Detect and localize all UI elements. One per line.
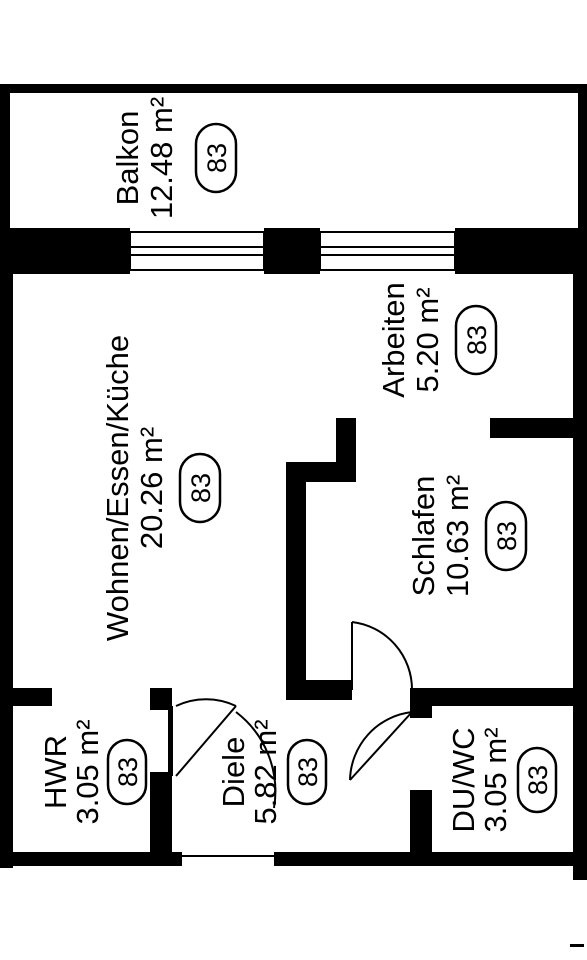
room-area-duwc: 3.05 m² bbox=[478, 727, 513, 832]
room-code-duwc: 83 bbox=[523, 765, 553, 795]
room-hwr: HWR 3.05 m² 83 bbox=[38, 719, 148, 825]
room-area-hwr: 3.05 m² bbox=[70, 719, 105, 824]
room-name-balkon: Balkon bbox=[110, 111, 145, 206]
door-schlafen bbox=[351, 621, 414, 691]
door-diele-entry bbox=[182, 711, 277, 857]
room-name-schlafen: Schlafen bbox=[406, 476, 441, 597]
room-area-wohnen: 20.26 m² bbox=[134, 427, 169, 549]
room-name-duwc: DU/WC bbox=[446, 727, 481, 832]
room-name-hwr: HWR bbox=[38, 735, 73, 809]
room-code-diele: 83 bbox=[293, 757, 323, 787]
room-name-wohnen: Wohnen/Essen/Küche bbox=[100, 335, 135, 641]
door-duwc bbox=[349, 711, 413, 781]
room-diele: Diele 5.82 m² 83 bbox=[216, 719, 328, 825]
room-area-diele: 5.82 m² bbox=[248, 719, 283, 824]
door-hwr bbox=[171, 698, 237, 777]
room-wohnen: Wohnen/Essen/Küche 20.26 m² 83 bbox=[100, 335, 222, 641]
room-duwc: DU/WC 3.05 m² 83 bbox=[446, 727, 558, 833]
corner-mark bbox=[570, 944, 584, 947]
room-name-diele: Diele bbox=[216, 737, 251, 808]
window-left bbox=[129, 231, 265, 271]
room-code-arbeiten: 83 bbox=[462, 325, 492, 355]
room-arbeiten: Arbeiten 5.20 m² 83 bbox=[376, 282, 498, 398]
room-balkon: Balkon 12.48 m² 83 bbox=[110, 97, 238, 219]
window-right bbox=[319, 231, 456, 271]
room-area-arbeiten: 5.20 m² bbox=[410, 287, 445, 392]
room-code-wohnen: 83 bbox=[186, 473, 216, 503]
room-schlafen: Schlafen 10.63 m² 83 bbox=[406, 475, 528, 597]
room-code-hwr: 83 bbox=[113, 757, 143, 787]
room-code-schlafen: 83 bbox=[492, 521, 522, 551]
room-area-balkon: 12.48 m² bbox=[144, 97, 179, 219]
interior-walls bbox=[0, 418, 575, 866]
balcony-outline bbox=[0, 84, 587, 232]
room-area-schlafen: 10.63 m² bbox=[440, 475, 475, 597]
room-code-balkon: 83 bbox=[202, 143, 232, 173]
room-name-arbeiten: Arbeiten bbox=[376, 282, 411, 397]
balcony-wall bbox=[0, 228, 587, 274]
exterior-walls bbox=[0, 228, 587, 880]
